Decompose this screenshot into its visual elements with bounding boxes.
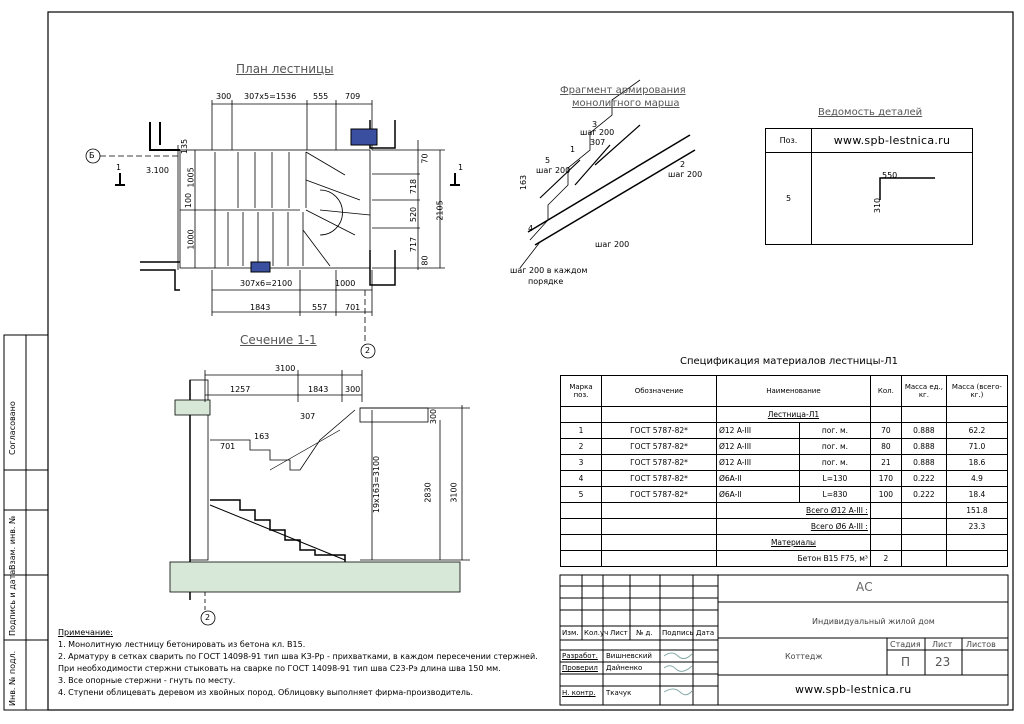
stair-section — [169, 370, 470, 626]
plan-level: 3.100 — [146, 166, 169, 175]
table-row: 1 ГОСТ 5787-82* Ø12 A-III пог. м. 70 0.8… — [560, 422, 1009, 439]
spec-header-total-mass: Масса (всего-кг.) — [945, 375, 1009, 407]
section-dim-top: 3100 — [275, 364, 296, 373]
stamp-name-1: Вишневский — [606, 652, 652, 660]
spec-header-mark: Марка поз. — [560, 375, 602, 407]
spec-header-unit-mass: Масса ед., кг. — [900, 375, 947, 407]
spec-title: Спецификация материалов лестницы-Л1 — [680, 356, 898, 367]
notes-title: Примечание: — [58, 628, 113, 637]
note-line-3: При необходимости стержни стыковать на с… — [58, 664, 501, 673]
fragment-label-13: шаг 200 — [595, 240, 630, 249]
plan-dim-bottom-3: 1843 — [250, 303, 271, 312]
stair-plan — [85, 100, 460, 359]
fragment-label-4: 1 — [570, 145, 576, 154]
stamp-col-nd: № д. — [636, 629, 653, 637]
table-row: 5 ГОСТ 5787-82* Ø6A-II L=830 100 0.222 1… — [560, 486, 1009, 503]
plan-dim-bottom-1: 307х6=2100 — [240, 279, 293, 288]
section-dim-left-1: 701 — [220, 442, 236, 451]
plan-axis-2: 2 — [365, 346, 371, 355]
section-dim-1: 1257 — [230, 385, 251, 394]
section-dim-3: 300 — [345, 385, 361, 394]
plan-title: План лестницы — [236, 62, 334, 76]
fragment-label-6: шаг 200 — [536, 166, 571, 175]
side-label-inventory: Инв. № подл. — [8, 650, 17, 706]
fragment-label-1: 3 — [592, 120, 598, 129]
section-mark-right: 1 — [458, 163, 464, 172]
spec-total-12-value: 151.8 — [945, 502, 1009, 519]
side-label-replace: Взам. инв. № — [8, 515, 17, 570]
stamp-col-izm: Изм. — [562, 629, 579, 637]
section-step-dim: 307 — [300, 412, 316, 421]
spec-total-6-value: 23.3 — [945, 518, 1009, 535]
section-axis-2: 2 — [205, 613, 211, 622]
spec-cell: ГОСТ 5787-82* — [601, 438, 717, 455]
stamp-stage-header: Стадия — [890, 640, 921, 649]
vedomost-dim-h: 550 — [882, 171, 898, 180]
stamp-role-1: Разработ. — [562, 652, 598, 660]
reinforcement-fragment — [519, 79, 696, 269]
fragment-label-11: шаг 200 в каждом — [510, 266, 588, 275]
plan-dim-bottom-5: 701 — [345, 303, 361, 312]
fragment-title-1: Фрагмент армирования — [560, 85, 686, 96]
plan-dim-top-3: 555 — [313, 92, 329, 101]
plan-dim-top-2: 307х5=1536 — [244, 92, 297, 101]
plan-dim-top-4: 709 — [345, 92, 361, 101]
plan-dim-top-1: 300 — [216, 92, 232, 101]
stamp-name-4: Ткачук — [606, 689, 632, 697]
stamp-code: АС — [856, 580, 873, 594]
table-row: 4 ГОСТ 5787-82* Ø6A-II L=130 170 0.222 4… — [560, 470, 1009, 487]
vedomost-table: Поз. www.spb-lestnica.ru 5 550 310 — [765, 128, 973, 245]
note-line-1: 1. Монолитную лестницу бетонировать из б… — [58, 640, 306, 649]
stamp-col-date: Дата — [696, 629, 715, 637]
stamp-stage: П — [901, 655, 911, 669]
section-mark-left: 1 — [116, 163, 122, 172]
fragment-label-5: 5 — [545, 156, 551, 165]
stamp-sheet-header: Лист — [932, 640, 953, 649]
stamp-role-2: Проверил — [562, 664, 598, 672]
side-label-agreed: Согласовано — [8, 401, 17, 455]
stamp-object: Индивидуальный жилой дом — [812, 617, 935, 626]
vedomost-sketch-cell: 550 310 — [811, 152, 973, 245]
fragment-title-2: монолитного марша — [572, 98, 680, 109]
section-dim-2: 1843 — [308, 385, 329, 394]
spec-table: Марка поз. Обозначение Наименование Кол.… — [560, 375, 1009, 567]
fragment-label-2: шаг 200 — [580, 128, 615, 137]
section-dim-left-2: 163 — [254, 432, 270, 441]
fragment-label-3: 307 — [590, 138, 606, 147]
stamp-url: www.spb-lestnica.ru — [795, 683, 912, 696]
stamp-building: Коттедж — [785, 652, 823, 661]
side-label-signature: Подпись и дата — [8, 569, 17, 636]
note-line-4: 3. Все опорные стержни - гнуть по месту. — [58, 676, 236, 685]
stamp-sheets-header: Листов — [966, 640, 996, 649]
vedomost-url: www.spb-lestnica.ru — [811, 128, 973, 153]
fragment-label-10: 4 — [528, 224, 534, 233]
note-line-2: 2. Арматуру в сетках сварить по ГОСТ 140… — [58, 652, 538, 661]
vedomost-pos: 5 — [765, 152, 812, 245]
note-line-5: 4. Ступени облицевать деревом из хвойных… — [58, 688, 474, 697]
vedomost-title: Ведомость деталей — [818, 107, 923, 118]
fragment-label-7: 2 — [680, 160, 686, 169]
stamp-name-2: Дайненко — [606, 664, 643, 672]
plan-dim-bottom-4: 557 — [312, 303, 328, 312]
spec-header-code: Обозначение — [601, 375, 717, 407]
stamp-col-sign: Подпись — [662, 629, 694, 637]
stamp-sheet: 23 — [935, 655, 951, 669]
stamp-col-list: Лист — [610, 629, 628, 637]
stamp-col-kol: Кол.уч — [584, 629, 609, 637]
fragment-label-12: порядке — [528, 277, 564, 286]
section-title: Сечение 1-1 — [240, 333, 317, 347]
axis-b-label: Б — [89, 151, 95, 160]
stamp-role-4: Н. контр. — [562, 689, 596, 697]
plan-dim-bottom-2: 1000 — [335, 279, 356, 288]
fragment-label-8: шаг 200 — [668, 170, 703, 179]
